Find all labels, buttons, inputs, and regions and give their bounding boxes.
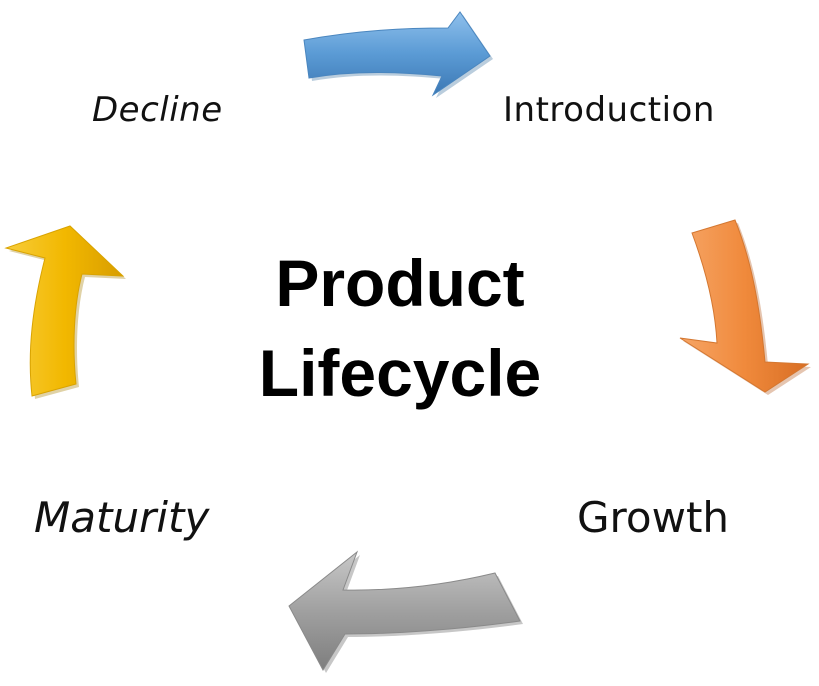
title-line-1: Product [275, 246, 525, 320]
diagram-title: Product Lifecycle [150, 238, 650, 418]
stage-label-introduction: Introduction [503, 90, 715, 130]
stage-label-growth: Growth [577, 493, 730, 542]
introduction-to-growth-arrow [679, 219, 811, 395]
stage-label-decline: Decline [92, 90, 223, 130]
decline-to-introduction-arrow [303, 11, 493, 98]
maturity-to-decline-arrow [4, 225, 126, 399]
growth-to-maturity-arrow [288, 550, 523, 673]
stage-label-maturity: Maturity [34, 493, 210, 542]
title-line-2: Lifecycle [258, 336, 542, 410]
